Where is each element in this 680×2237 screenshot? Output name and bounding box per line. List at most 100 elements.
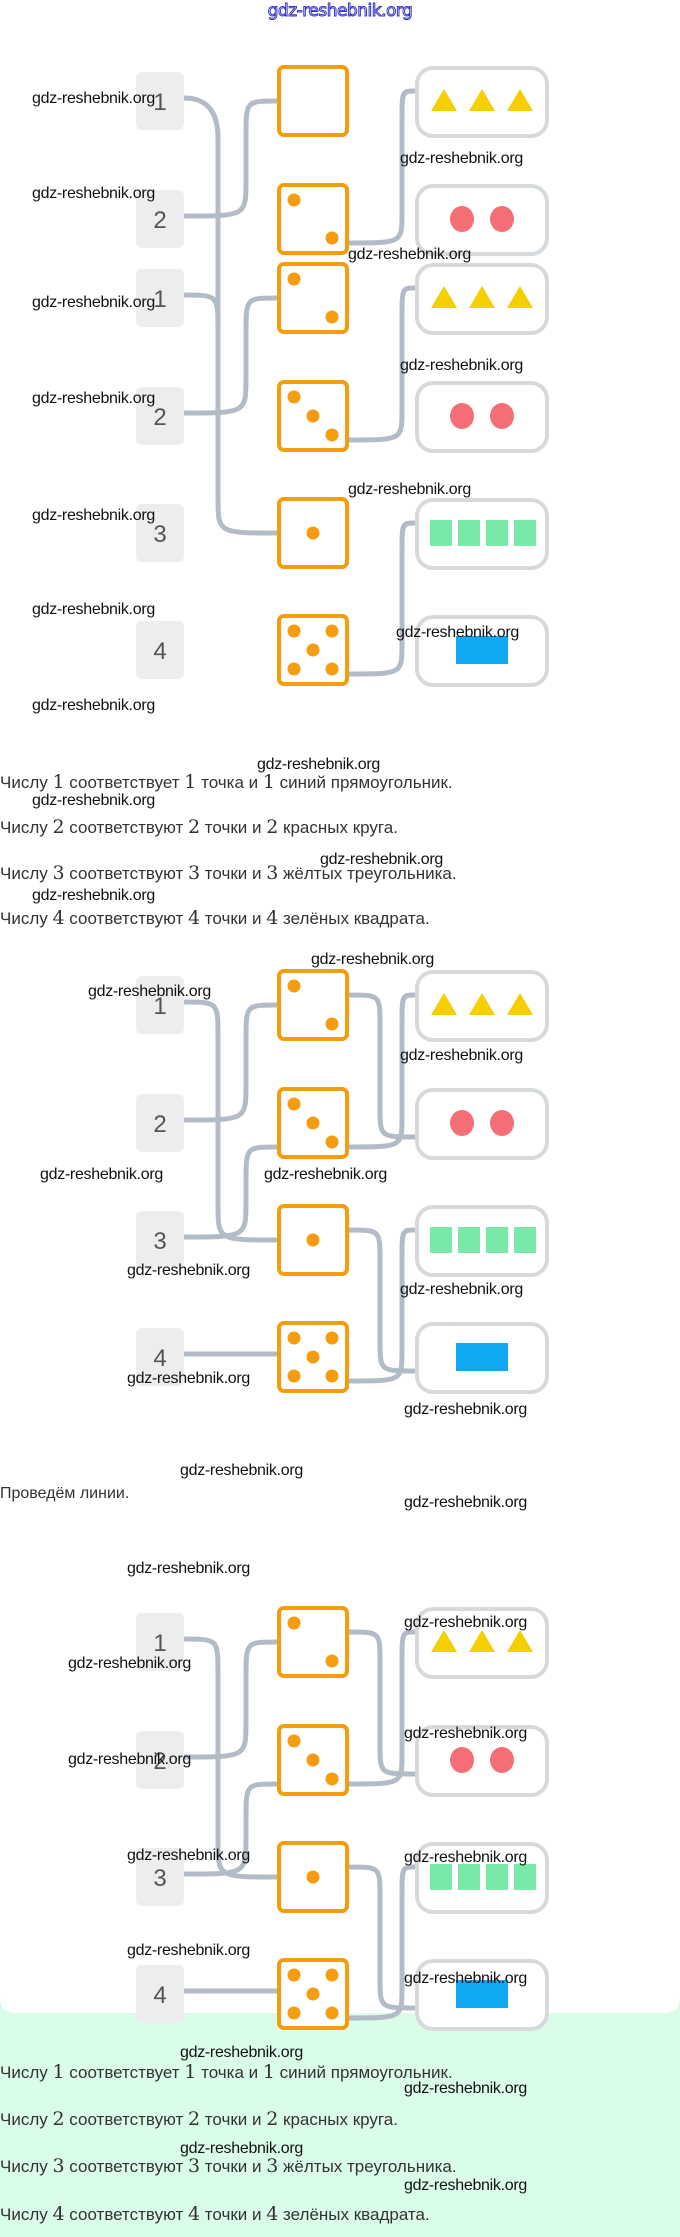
watermark: gdz-reshebnik.org [264,1166,387,1183]
triangle-icon [431,993,457,1015]
explanation-line-1: Числу 1 соответствует 1 точка и 1 синий … [0,771,453,793]
die-dot [287,1968,301,1982]
number-die-link [181,1002,280,1123]
die-dot [306,409,320,423]
die-group-link [346,1629,418,1777]
die-dot [306,1870,320,1884]
number-label: 2 [153,1748,166,1775]
number-badge [136,1328,184,1386]
watermark: gdz-reshebnik.org [32,792,155,809]
number-die-link [181,1144,280,1240]
number-badge [136,1965,184,2023]
watermark: gdz-reshebnik.org [400,1047,523,1064]
number-badge [136,1848,184,1906]
watermark: gdz-reshebnik.org [400,150,523,167]
number-die-link [181,98,280,219]
number-label: 2 [153,404,166,431]
triangle-icon [469,993,495,1015]
circle-icon [450,1110,474,1136]
die-dot [325,662,339,676]
triangle-icon [507,286,533,308]
watermark: gdz-reshebnik.org [400,1281,523,1298]
number-label: 4 [153,1982,166,2009]
die-dot [287,1369,301,1383]
square-icon [514,1227,536,1253]
square-icon [458,520,480,546]
shape-group-card [415,1842,549,1914]
die-dot [325,310,339,324]
die-dot [287,390,301,404]
watermark: gdz-reshebnik.org [180,1462,303,1479]
watermark: gdz-reshebnik.org [68,1751,191,1768]
die [277,65,349,137]
number-label: 3 [153,1228,166,1255]
number-badge [136,190,184,248]
number-label: 1 [153,89,166,116]
number-label: 2 [153,207,166,234]
circle-icon [490,1747,514,1773]
watermark: gdz-reshebnik.org [396,624,519,641]
die-dot [287,1734,301,1748]
square-icon [430,1864,452,1890]
square-icon [458,1864,480,1890]
watermark: gdz-reshebnik.org [404,1849,527,1866]
die-dot [325,1017,339,1031]
watermark: gdz-reshebnik.org [32,507,155,524]
triangle-icon [507,1630,533,1652]
die-group-link [346,285,418,443]
circle-icon [450,403,474,429]
watermark: gdz-reshebnik.org [127,1370,250,1387]
watermark: gdz-reshebnik.org [404,1725,527,1742]
die-dot [287,2006,301,2020]
triangle-icon [431,286,457,308]
watermark: gdz-reshebnik.org [127,1262,250,1279]
watermark: gdz-reshebnik.org [404,1614,527,1631]
number-label: 1 [153,1630,166,1657]
number-badge [136,1094,184,1152]
number-badge [136,504,184,562]
circle-icon [450,1747,474,1773]
watermark: gdz-reshebnik.org [88,983,211,1000]
die-dot [306,1987,320,2001]
die-dot [306,1753,320,1767]
watermark: gdz-reshebnik.org [404,2177,527,2194]
die-dot [287,1097,301,1111]
square-icon [486,1864,508,1890]
number-badge [136,1731,184,1789]
die-dot [306,1350,320,1364]
shape-group-card [415,1088,549,1160]
explanation-line-3: Числу 3 соответствуют 3 точки и 3 жёлтых… [0,862,457,884]
square-icon [514,1864,536,1890]
number-die-link [181,1639,280,1760]
die-group-link [346,1864,418,2021]
number-label: 1 [153,286,166,313]
watermark: gdz-reshebnik.org [127,1847,250,1864]
watermark: gdz-reshebnik.org [40,1166,163,1183]
die-group-link [346,520,418,677]
shape-group-card [415,1205,549,1277]
shape-group-card [415,184,549,256]
triangle-icon [431,89,457,111]
die-dot [287,272,301,286]
number-die-link [181,295,280,416]
watermark: gdz-reshebnik.org [404,1494,527,1511]
die-dot [325,1968,339,1982]
watermark: gdz-reshebnik.org [32,90,155,107]
shape-group-card [415,1725,549,1797]
die-group-link [346,1227,418,1384]
shape-group-card [415,381,549,453]
square-icon [458,1227,480,1253]
number-badge [136,387,184,445]
watermark: gdz-reshebnik.org [404,1970,527,1987]
watermark: gdz-reshebnik.org [32,601,155,618]
watermark: gdz-reshebnik.org [32,390,155,407]
die-dot [325,1654,339,1668]
draw-lines-text: Проведём линии. [0,1485,130,1502]
die-group-link [346,992,418,1150]
watermark: gdz-reshebnik.org [180,2044,303,2061]
die [277,1606,349,1678]
triangle-icon [507,89,533,111]
